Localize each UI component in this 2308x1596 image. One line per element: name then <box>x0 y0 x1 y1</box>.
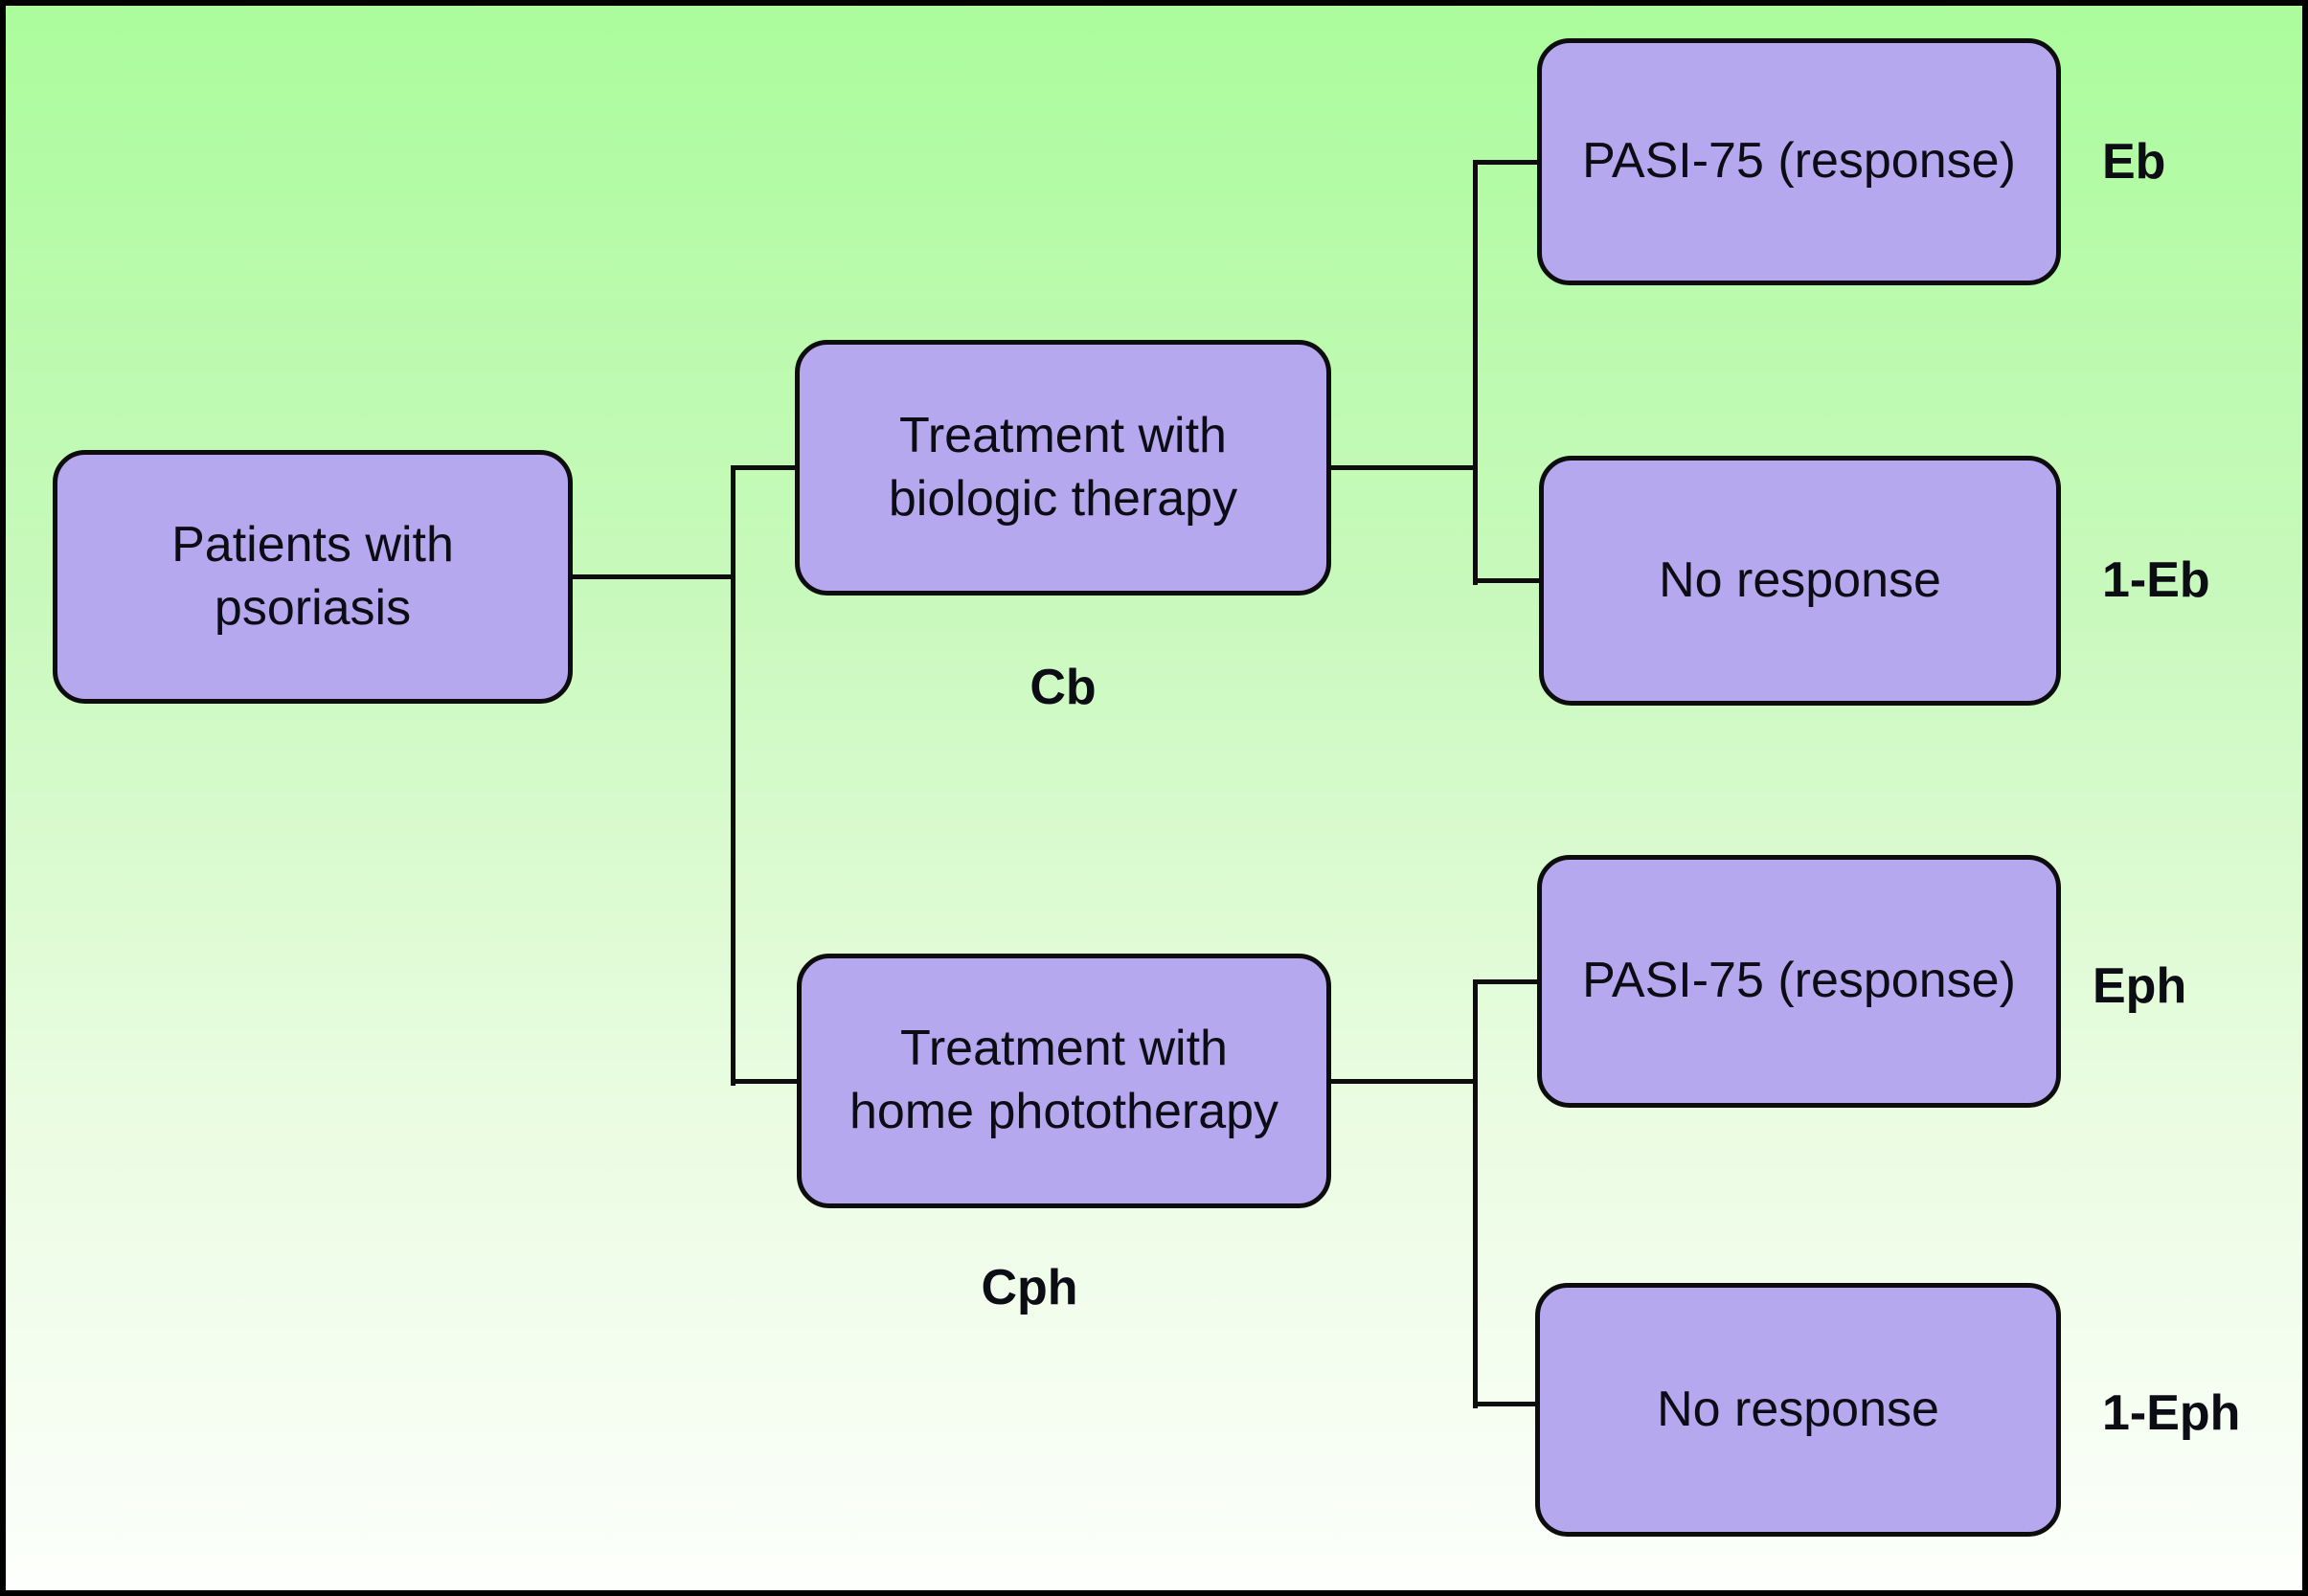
connector-to-phototherapy <box>731 1079 799 1084</box>
node-label: No response <box>1657 1381 1939 1437</box>
label-probability-eb: Eb <box>2102 134 2166 190</box>
node-label: Treatment with biologic therapy <box>888 407 1238 527</box>
connector-trunk-phototherapy-outcomes <box>1473 979 1478 1408</box>
node-treatment-home-phototherapy: Treatment with home phototherapy <box>797 954 1331 1208</box>
connector-biologic-to-trunk <box>1331 465 1477 470</box>
node-label: Patients with psoriasis <box>171 516 454 636</box>
connector-to-no-response-phototherapy <box>1478 1402 1535 1406</box>
connector-phototherapy-to-trunk <box>1331 1079 1477 1084</box>
connector-to-pasi-phototherapy <box>1478 979 1537 984</box>
connector-to-biologic <box>731 465 797 470</box>
node-label: Treatment with home phototherapy <box>849 1021 1279 1139</box>
node-treatment-biologic-therapy: Treatment with biologic therapy <box>795 340 1331 596</box>
node-pasi75-response-biologic: PASI-75 (response) <box>1537 38 2061 285</box>
label-probability-1-minus-eb: 1-Eb <box>2102 552 2210 608</box>
node-no-response-biologic: No response <box>1539 456 2061 706</box>
label-probability-1-minus-eph: 1-Eph <box>2102 1385 2241 1441</box>
node-pasi75-response-phototherapy: PASI-75 (response) <box>1537 855 2061 1108</box>
connector-to-no-response-biologic <box>1478 578 1539 583</box>
node-patients-with-psoriasis: Patients with psoriasis <box>53 450 573 704</box>
node-no-response-phototherapy: No response <box>1535 1283 2061 1537</box>
label-cost-biologic: Cb <box>1030 660 1097 715</box>
node-label: PASI-75 (response) <box>1582 953 2016 1009</box>
connector-root-to-trunk <box>573 574 733 579</box>
connector-trunk-biologic-outcomes <box>1473 160 1478 585</box>
label-cost-phototherapy: Cph <box>981 1260 1078 1315</box>
connector-to-pasi-biologic <box>1478 160 1537 165</box>
label-probability-eph: Eph <box>2093 958 2187 1014</box>
connector-trunk-treatments <box>731 465 735 1086</box>
node-label: No response <box>1659 551 1941 608</box>
node-label: PASI-75 (response) <box>1582 133 2016 190</box>
